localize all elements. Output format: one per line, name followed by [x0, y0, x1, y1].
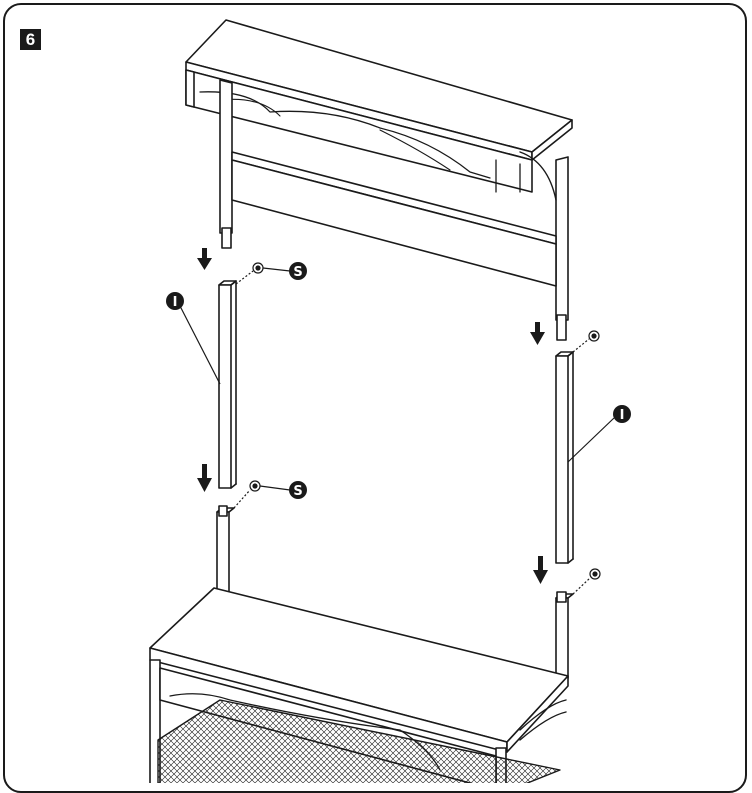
- callout-label: I: [173, 295, 178, 310]
- screw-icon: [235, 262, 264, 285]
- down-arrow-icon: [533, 556, 548, 584]
- callout-circle-icon: [613, 405, 631, 423]
- screw-icon: [233, 480, 261, 509]
- down-arrow-icon: [197, 248, 212, 270]
- top-shelf-unit: [185, 19, 573, 341]
- callout-circle-icon: [289, 481, 307, 499]
- down-arrow-icon: [197, 464, 212, 492]
- down-arrow-icon: [530, 322, 545, 345]
- callout-label: S: [293, 265, 302, 280]
- post-right: [555, 351, 574, 564]
- step-number-badge: 6: [20, 29, 41, 50]
- callout-screw-top: S: [289, 262, 307, 280]
- callout-label: I: [620, 408, 625, 423]
- screw-icon: [572, 568, 601, 595]
- screw-icon: [572, 330, 600, 353]
- post-left: [218, 280, 237, 489]
- callout-post-left: I: [166, 292, 184, 310]
- callout-circle-icon: [166, 292, 184, 310]
- callout-circle-icon: [289, 262, 307, 280]
- callout-label: S: [293, 484, 302, 499]
- callout-post-right: I: [613, 405, 631, 423]
- bottom-bench-unit: [149, 505, 574, 783]
- callout-screw-bottom: S: [289, 481, 307, 499]
